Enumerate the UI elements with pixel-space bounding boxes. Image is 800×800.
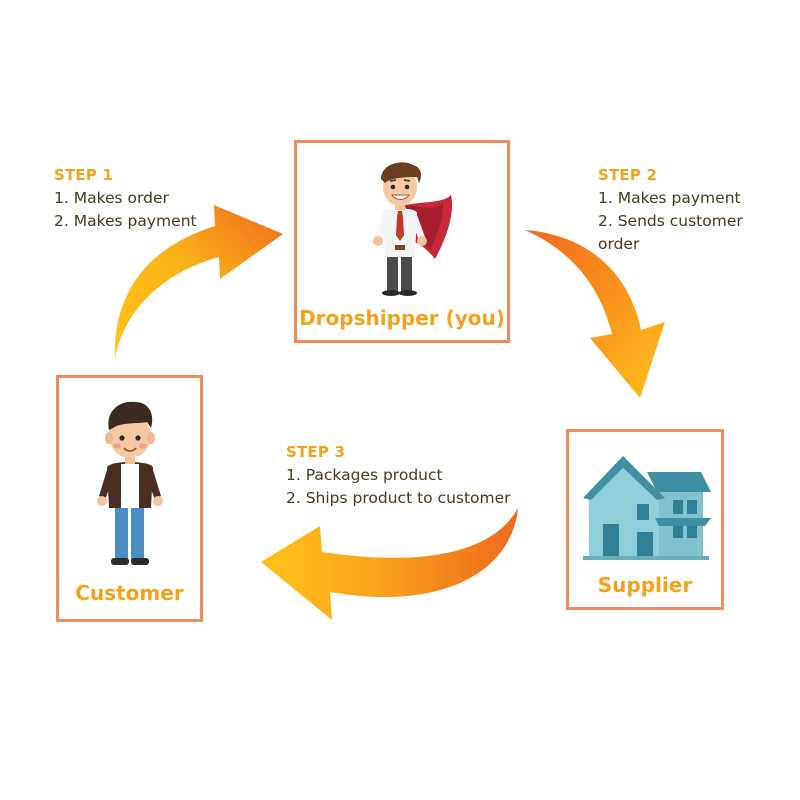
step1-line: 2. Makes payment (54, 212, 197, 230)
dropshipper-box: Dropshipper (you) (294, 140, 510, 343)
step3-text: STEP 3 1. Packages product 2. Ships prod… (286, 441, 511, 510)
supplier-label: Supplier (597, 573, 693, 597)
step2-line: order (598, 235, 640, 253)
step2-text: STEP 2 1. Makes payment 2. Sends custome… (598, 164, 743, 256)
customer-label: Customer (75, 581, 184, 605)
step3-arrow (261, 508, 518, 620)
step1-line: 1. Makes order (54, 189, 169, 207)
step2-line: 2. Sends customer (598, 212, 743, 230)
step2-arrow (525, 230, 665, 398)
businessman-with-cape-icon (373, 162, 453, 296)
customer-person-icon (97, 401, 163, 565)
step3-line: 1. Packages product (286, 466, 443, 484)
step1-arrow (114, 205, 283, 358)
supplier-box: Supplier (566, 429, 724, 610)
dropshipper-label: Dropshipper (you) (299, 306, 505, 330)
house-icon (583, 456, 711, 560)
customer-box: Customer (56, 375, 203, 622)
step1-text: STEP 1 1. Makes order 2. Makes payment (54, 164, 197, 233)
step2-title: STEP 2 (598, 166, 658, 184)
step3-title: STEP 3 (286, 443, 346, 461)
step1-title: STEP 1 (54, 166, 114, 184)
step2-line: 1. Makes payment (598, 189, 741, 207)
step3-line: 2. Ships product to customer (286, 489, 511, 507)
